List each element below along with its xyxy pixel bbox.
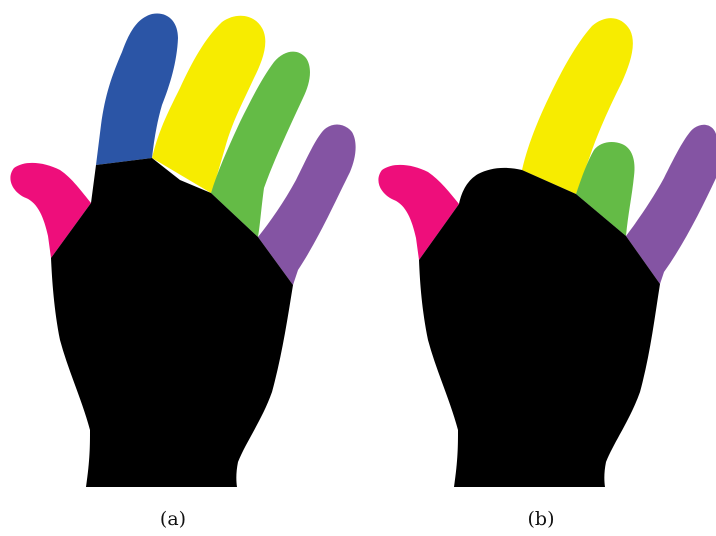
- hand-b: [378, 18, 716, 487]
- caption-b: (b): [528, 508, 555, 530]
- caption-a: (a): [160, 508, 186, 530]
- hand-a: [10, 14, 355, 487]
